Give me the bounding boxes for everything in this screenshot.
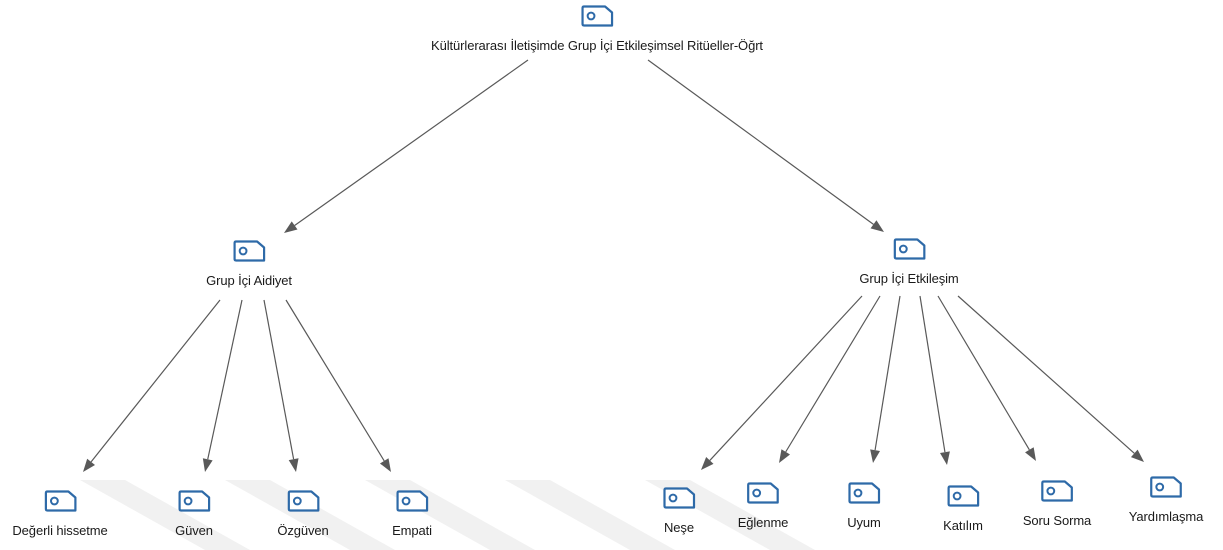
arrowhead: [288, 458, 299, 472]
edge-line: [285, 299, 385, 462]
edge-root-to-aidiyet: [284, 59, 529, 233]
code-tag-icon: [396, 490, 429, 512]
node-root[interactable]: Kültürlerarası İletişimde Grup İçi Etkil…: [431, 4, 763, 53]
edge-line: [90, 299, 221, 463]
arrowhead: [870, 449, 881, 463]
edge-aidiyet-to-ozguven: [263, 299, 299, 472]
node-label: Eğlenme: [737, 515, 789, 530]
edge-line: [937, 295, 1030, 451]
code-tag-icon: [581, 5, 614, 27]
edge-aidiyet-to-guven: [202, 299, 243, 472]
arrowhead: [83, 458, 96, 472]
edge-line: [785, 295, 881, 453]
node-aidiyet[interactable]: Grup İçi Aidiyet: [206, 239, 292, 288]
arrowhead: [701, 457, 714, 470]
arrowhead: [284, 221, 298, 233]
edge-line: [919, 295, 946, 453]
node-label: Katılım: [943, 518, 983, 533]
node-label: Yardımlaşma: [1128, 509, 1204, 524]
code-tag-icon: [1041, 480, 1074, 502]
node-nese[interactable]: Neşe: [662, 486, 696, 535]
edge-line: [957, 295, 1135, 454]
node-uyum[interactable]: Uyum: [847, 481, 881, 530]
code-tag-icon: [178, 490, 211, 512]
code-tag-icon: [287, 490, 320, 512]
edge-etkilesim-to-eglenme: [779, 295, 881, 463]
node-ozguven[interactable]: Özgüven: [277, 489, 329, 538]
arrowhead: [202, 458, 213, 472]
edge-line: [207, 299, 243, 460]
edge-line: [874, 295, 901, 451]
code-tag-icon: [848, 482, 881, 504]
code-tag-icon: [893, 238, 926, 260]
edge-line: [647, 59, 874, 225]
edge-etkilesim-to-nese: [701, 295, 863, 470]
edge-line: [709, 295, 863, 461]
node-soru[interactable]: Soru Sorma: [1023, 479, 1091, 528]
arrowhead: [379, 458, 391, 472]
node-yardim[interactable]: Yardımlaşma: [1128, 475, 1204, 524]
edge-root-to-etkilesim: [647, 59, 884, 232]
node-label: Neşe: [664, 520, 694, 535]
code-tag-icon: [233, 240, 266, 262]
arrowhead: [779, 449, 791, 463]
node-label: Değerli hissetme: [12, 523, 108, 538]
node-degerli[interactable]: Değerli hissetme: [12, 489, 108, 538]
code-tag-icon: [44, 490, 77, 512]
arrowhead: [870, 220, 884, 232]
arrowhead: [940, 451, 950, 465]
edge-etkilesim-to-yardim: [957, 295, 1144, 462]
edge-etkilesim-to-soru: [937, 295, 1036, 461]
edge-aidiyet-to-empati: [285, 299, 391, 472]
node-eglenme[interactable]: Eğlenme: [737, 481, 789, 530]
arrowhead: [1130, 449, 1144, 462]
node-label: Grup İçi Etkileşim: [859, 271, 959, 286]
node-label: Soru Sorma: [1022, 513, 1092, 528]
edge-etkilesim-to-uyum: [870, 295, 901, 463]
node-label: Güven: [175, 523, 213, 538]
node-label: Özgüven: [277, 523, 329, 538]
arrowhead: [1025, 447, 1036, 461]
node-guven[interactable]: Güven: [175, 489, 213, 538]
edge-line: [263, 299, 295, 460]
edge-etkilesim-to-katilim: [919, 295, 950, 465]
node-label: Uyum: [847, 515, 881, 530]
node-label: Kültürlerarası İletişimde Grup İçi Etkil…: [431, 38, 763, 53]
edge-line: [294, 59, 529, 226]
node-katilim[interactable]: Katılım: [943, 484, 983, 533]
code-tag-icon: [1150, 476, 1183, 498]
edge-aidiyet-to-degerli: [83, 299, 221, 472]
code-tag-icon: [747, 482, 780, 504]
code-tag-icon: [663, 487, 696, 509]
node-label: Grup İçi Aidiyet: [206, 273, 292, 288]
node-empati[interactable]: Empati: [392, 489, 432, 538]
node-label: Empati: [392, 523, 432, 538]
code-tag-icon: [947, 485, 980, 507]
node-etkilesim[interactable]: Grup İçi Etkileşim: [859, 237, 959, 286]
